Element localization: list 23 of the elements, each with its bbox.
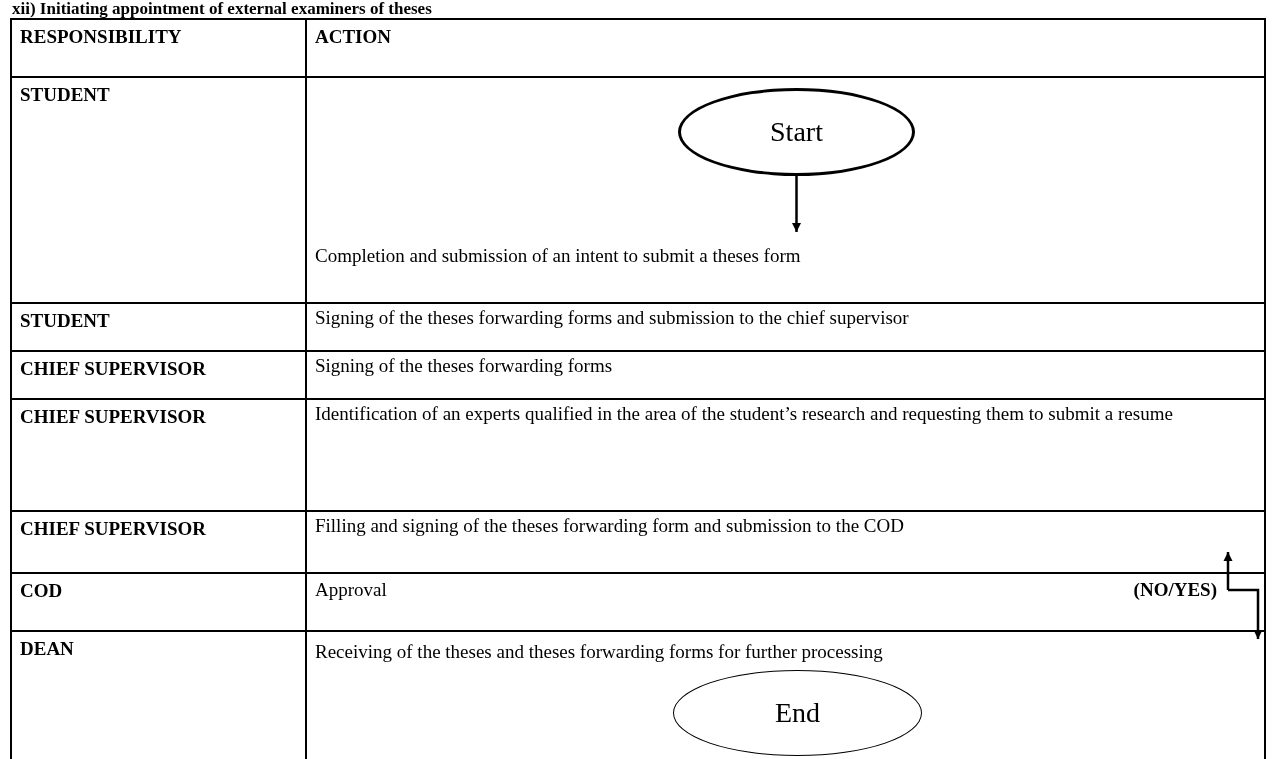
role-label: COD — [20, 580, 63, 602]
title: xii) Initiating appointment of external examiners of theses — [12, 0, 432, 18]
role-label: CHIEF SUPERVISOR — [20, 358, 207, 380]
terminal-label: Start — [770, 116, 823, 148]
action-text: Completion and submission of an intent to submit a theses form — [315, 232, 1215, 268]
column-header: ACTION — [315, 26, 391, 48]
action-text: Receiving of the theses and theses forwarding forms for further processing — [307, 632, 1264, 666]
role-label: STUDENT — [20, 310, 110, 332]
column-header: RESPONSIBILITY — [20, 26, 182, 48]
decision-label: (NO/YES) — [1100, 578, 1228, 602]
role-label: DEAN — [20, 638, 74, 660]
arrow — [1228, 588, 1263, 639]
action-text: Signing of the theses forwarding forms and submission to the chief supervisor — [315, 306, 1255, 342]
role-label: CHIEF SUPERVISOR — [20, 406, 207, 428]
action-text: Approval — [315, 578, 615, 602]
terminal-label: End — [774, 697, 821, 729]
role-label: STUDENT — [20, 84, 110, 106]
action-text: Identification of an experts qualified in the area of the student’s research and requesting them to submit a resume — [315, 402, 1220, 458]
role-label: CHIEF SUPERVISOR — [20, 518, 207, 540]
action-text: Signing of the theses forwarding forms — [315, 354, 1255, 390]
arrow — [1223, 552, 1233, 592]
action-text: Filling and signing of the theses forwarding form and submission to the COD — [307, 512, 1264, 571]
arrow — [792, 176, 801, 232]
